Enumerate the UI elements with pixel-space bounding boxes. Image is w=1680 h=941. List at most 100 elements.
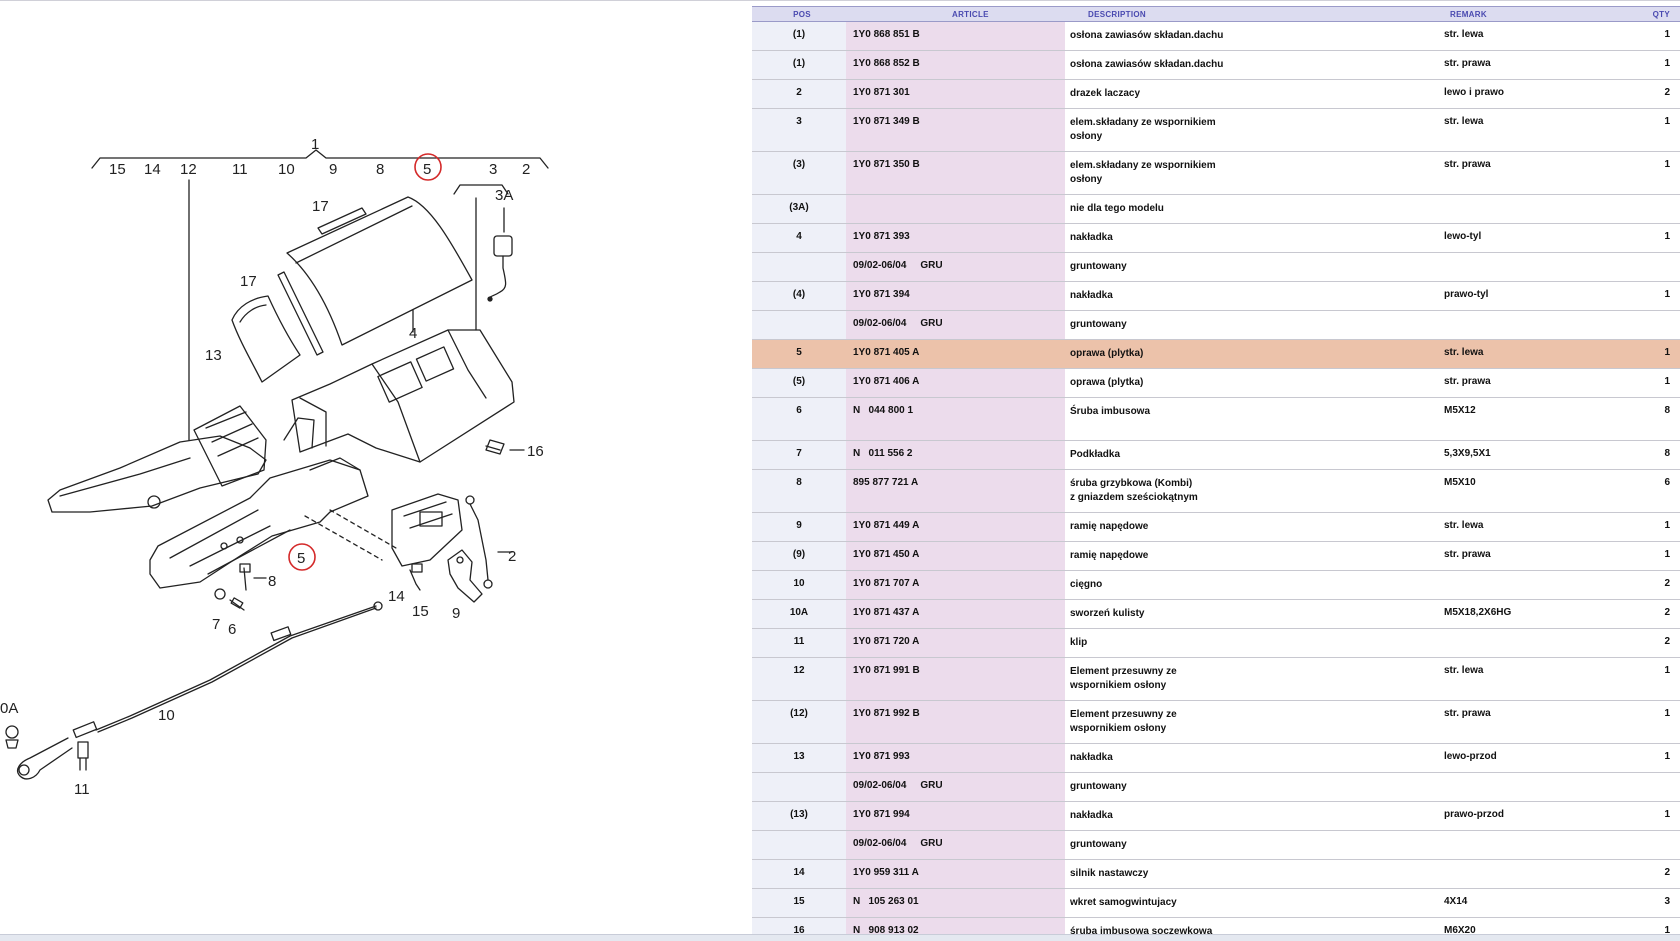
callout-6[interactable]: 6 bbox=[228, 621, 236, 638]
cell-article[interactable]: 1Y0 871 994 bbox=[846, 802, 1065, 830]
callout-17-top[interactable]: 17 bbox=[312, 198, 329, 215]
callout-9[interactable]: 9 bbox=[329, 161, 337, 178]
header-remark[interactable]: REMARK bbox=[1450, 10, 1487, 19]
callout-16[interactable]: 16 bbox=[527, 443, 544, 460]
cell-article[interactable]: 895 877 721 A bbox=[846, 470, 1065, 512]
horizontal-scrollbar[interactable] bbox=[0, 934, 1680, 941]
cell-article[interactable]: 1Y0 868 852 B bbox=[846, 51, 1065, 79]
description-line: ramię napędowe bbox=[1070, 550, 1149, 561]
cell-article[interactable]: 1Y0 959 311 A bbox=[846, 860, 1065, 888]
cell-article[interactable]: 1Y0 871 720 A bbox=[846, 629, 1065, 657]
cell-article[interactable]: 1Y0 871 406 A bbox=[846, 369, 1065, 397]
callout-11[interactable]: 11 bbox=[232, 161, 248, 178]
callout-10a[interactable]: 0A bbox=[0, 700, 18, 717]
cell-description: sworzeń kulisty bbox=[1065, 600, 1444, 628]
exploded-parts-diagram[interactable]: 1 15 14 12 11 10 9 8 5 3 2 3A 17 17 4 13… bbox=[0, 0, 752, 934]
callout-11-bottom[interactable]: 11 bbox=[74, 781, 90, 798]
description-line: cięgno bbox=[1070, 579, 1103, 590]
callout-14-bottom[interactable]: 14 bbox=[388, 588, 405, 605]
callout-9-bottom[interactable]: 9 bbox=[452, 605, 460, 622]
header-qty[interactable]: QTY bbox=[1652, 10, 1670, 19]
cell-article[interactable]: 1Y0 871 393 bbox=[846, 224, 1065, 252]
cell-article[interactable]: 1Y0 871 992 B bbox=[846, 701, 1065, 743]
cell-article[interactable]: 1Y0 871 993 bbox=[846, 744, 1065, 772]
cell-article[interactable]: 1Y0 871 707 A bbox=[846, 571, 1065, 599]
cell-article[interactable]: N 011 556 2 bbox=[846, 441, 1065, 469]
callout-14[interactable]: 14 bbox=[144, 161, 161, 178]
callout-2-bottom[interactable]: 2 bbox=[508, 548, 516, 565]
cell-article[interactable]: 1Y0 871 450 A bbox=[846, 542, 1065, 570]
callout-8-bottom[interactable]: 8 bbox=[268, 573, 276, 590]
cell-article[interactable]: 1Y0 871 301 bbox=[846, 80, 1065, 108]
callout-3a[interactable]: 3A bbox=[495, 187, 513, 204]
cell-article[interactable]: 1Y0 871 349 B bbox=[846, 109, 1065, 151]
callout-7[interactable]: 7 bbox=[212, 616, 220, 633]
cell-article[interactable]: 1Y0 871 405 A bbox=[846, 340, 1065, 368]
header-pos[interactable]: POS bbox=[793, 10, 811, 19]
callout-10[interactable]: 10 bbox=[278, 161, 295, 178]
cell-article[interactable]: 1Y0 871 991 B bbox=[846, 658, 1065, 700]
callout-5-bottom[interactable]: 5 bbox=[297, 550, 305, 567]
header-description[interactable]: DESCRIPTION bbox=[1088, 10, 1146, 19]
callout-15-bottom[interactable]: 15 bbox=[412, 603, 429, 620]
cell-article[interactable]: 1Y0 871 350 B bbox=[846, 152, 1065, 194]
callout-4[interactable]: 4 bbox=[409, 325, 417, 342]
callout-8[interactable]: 8 bbox=[376, 161, 384, 178]
callout-13[interactable]: 13 bbox=[205, 347, 222, 364]
cell-article[interactable]: N 105 263 01 bbox=[846, 889, 1065, 917]
callout-1[interactable]: 1 bbox=[311, 136, 319, 153]
article-number: N 105 263 01 bbox=[853, 896, 919, 907]
callout-17-left[interactable]: 17 bbox=[240, 273, 257, 290]
header-article[interactable]: ARTICLE bbox=[952, 10, 989, 19]
callout-10-bottom[interactable]: 10 bbox=[158, 707, 175, 724]
callout-15[interactable]: 15 bbox=[109, 161, 126, 178]
cell-article[interactable] bbox=[846, 195, 1065, 223]
callout-12[interactable]: 12 bbox=[180, 161, 197, 178]
cell-article[interactable]: 1Y0 871 394 bbox=[846, 282, 1065, 310]
callout-2[interactable]: 2 bbox=[522, 161, 530, 178]
description-line: nakładka bbox=[1070, 290, 1113, 301]
cell-article[interactable]: 1Y0 871 449 A bbox=[846, 513, 1065, 541]
table-row[interactable]: (3A)nie dla tego modelu bbox=[752, 195, 1680, 224]
cell-article[interactable]: 1Y0 868 851 B bbox=[846, 22, 1065, 50]
description-line: elem.składany ze wspornikiem bbox=[1070, 117, 1216, 128]
cell-article[interactable]: N 908 913 02 bbox=[846, 918, 1065, 934]
cell-article[interactable]: N 044 800 1 bbox=[846, 398, 1065, 440]
callout-3[interactable]: 3 bbox=[489, 161, 497, 178]
cell-article[interactable]: 1Y0 871 437 A bbox=[846, 600, 1065, 628]
callout-5-top[interactable]: 5 bbox=[423, 161, 431, 178]
